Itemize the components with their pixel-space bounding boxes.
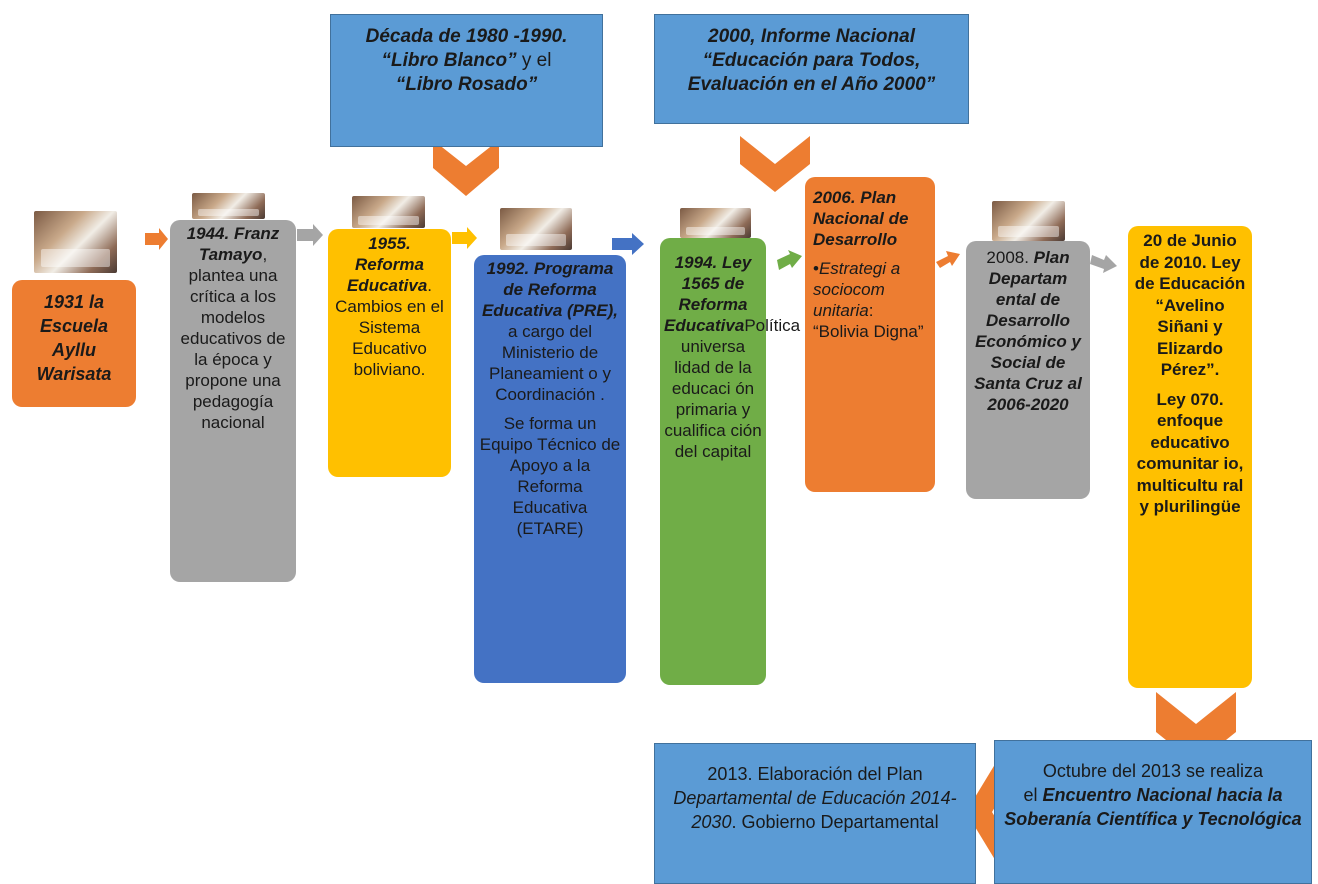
arrow-right-icon: [145, 228, 168, 250]
photo-1955: [352, 196, 425, 228]
arrow-right-icon: [936, 251, 960, 268]
libro-rosado-label: “Libro Rosado”: [395, 74, 538, 95]
event-1931: 1931 la Escuela Ayllu Warisata: [12, 280, 136, 407]
event-2008-year: 2008.: [986, 248, 1034, 267]
box-1980-connector: y el: [516, 50, 552, 71]
event-1994-text: Política universa lidad de la educaci ón…: [664, 316, 801, 461]
event-1992-text: a cargo del Ministerio de Planeamient o …: [489, 322, 611, 404]
event-1944-text: , plantea una crítica a los modelos educ…: [180, 245, 286, 432]
event-1994-title-end: a: [734, 316, 745, 335]
box-2000-informe: , Informe Nacional: [750, 26, 915, 47]
photo-1944: [192, 193, 265, 219]
event-2006-title: 2006. Plan Nacional de Desarrollo: [813, 188, 909, 249]
box-2000-line2: “Educación para Todos,: [702, 50, 921, 71]
box-1980-line1: Década de 1980 -1990.: [365, 26, 568, 47]
box-2000-year: 2000: [708, 26, 751, 47]
event-1955-title: 1955. Reforma Educativa: [346, 234, 428, 295]
arrow-right-icon: [777, 250, 802, 270]
bullet-icon: •: [813, 259, 819, 278]
event-1944-title: 1944. Franz Tamayo: [186, 224, 280, 264]
event-2010-text2: Ley 070. enfoque educativo comunitar io,…: [1136, 389, 1244, 517]
arrow-right-icon: [452, 227, 477, 249]
event-1994-title: 1994. Ley 1565 de Reforma Educativ: [664, 253, 752, 335]
event-2010-title: 20 de Junio de 2010. Ley de Educación “A…: [1134, 231, 1246, 379]
encuentro-line2-prefix: el: [1023, 785, 1043, 805]
photo-1931: [34, 211, 117, 273]
photo-2008: [992, 201, 1065, 241]
event-2006: 2006. Plan Nacional de Desarrollo •Estra…: [805, 177, 935, 492]
plan-line1: 2013. Elaboración del Plan: [707, 764, 923, 784]
photo-1992: [500, 208, 572, 250]
event-2013-encuentro: Octubre del 2013 se realiza el Encuentro…: [994, 740, 1312, 884]
event-1994: 1994. Ley 1565 de Reforma EducativaPolít…: [660, 238, 800, 685]
encuentro-title: Encuentro Nacional hacia la Soberanía Ci…: [1004, 785, 1302, 829]
box-2000-line3: Evaluación en el Año 2000”: [687, 74, 936, 95]
arrow-right-icon: [612, 233, 644, 255]
event-2010: 20 de Junio de 2010. Ley de Educación “A…: [1128, 226, 1252, 688]
event-2006-item-rest: : “Bolivia Digna”: [813, 301, 924, 341]
encuentro-line1: Octubre del 2013 se realiza: [1042, 761, 1264, 781]
event-1992: 1992. Programa de Reforma Educativa (PRE…: [474, 255, 626, 683]
event-1944: 1944. Franz Tamayo, plantea una crítica …: [170, 220, 296, 582]
plan-title: Departamental de Educación 2014-2030: [673, 788, 957, 832]
event-2008: 2008. Plan Departam ental de Desarrollo …: [966, 241, 1090, 499]
event-2013-plan: 2013. Elaboración del Plan Departamental…: [654, 743, 976, 884]
plan-line3: . Gobierno Departamental: [731, 812, 939, 832]
chevron-down-icon: [433, 140, 499, 196]
event-1992-title: 1992. Programa de Reforma Educativa (PRE…: [481, 259, 619, 320]
event-1931-text: 1931 la Escuela Ayllu Warisata: [36, 292, 112, 384]
photo-1994: [680, 208, 751, 238]
event-1992-text2: Se forma un Equipo Técnico de Apoyo a la…: [479, 414, 621, 538]
event-2006-item: Estrategi a sociocom unitaria: [813, 259, 901, 320]
event-1955: 1955. Reforma Educativa. Cambios en el S…: [328, 229, 451, 477]
event-2008-title: Plan Departam ental de Desarrollo Económ…: [974, 248, 1082, 414]
chevron-down-icon: [740, 136, 810, 192]
arrow-right-icon: [1090, 255, 1117, 273]
event-1955-text: . Cambios en el Sistema Educativo bolivi…: [335, 276, 444, 379]
arrow-right-icon: [297, 224, 323, 246]
box-informe-2000: 2000, Informe Nacional “Educación para T…: [654, 14, 969, 124]
box-decada-1980: Década de 1980 -1990. “Libro Blanco” y e…: [330, 14, 603, 147]
libro-blanco-label: “Libro Blanco”: [381, 50, 517, 71]
